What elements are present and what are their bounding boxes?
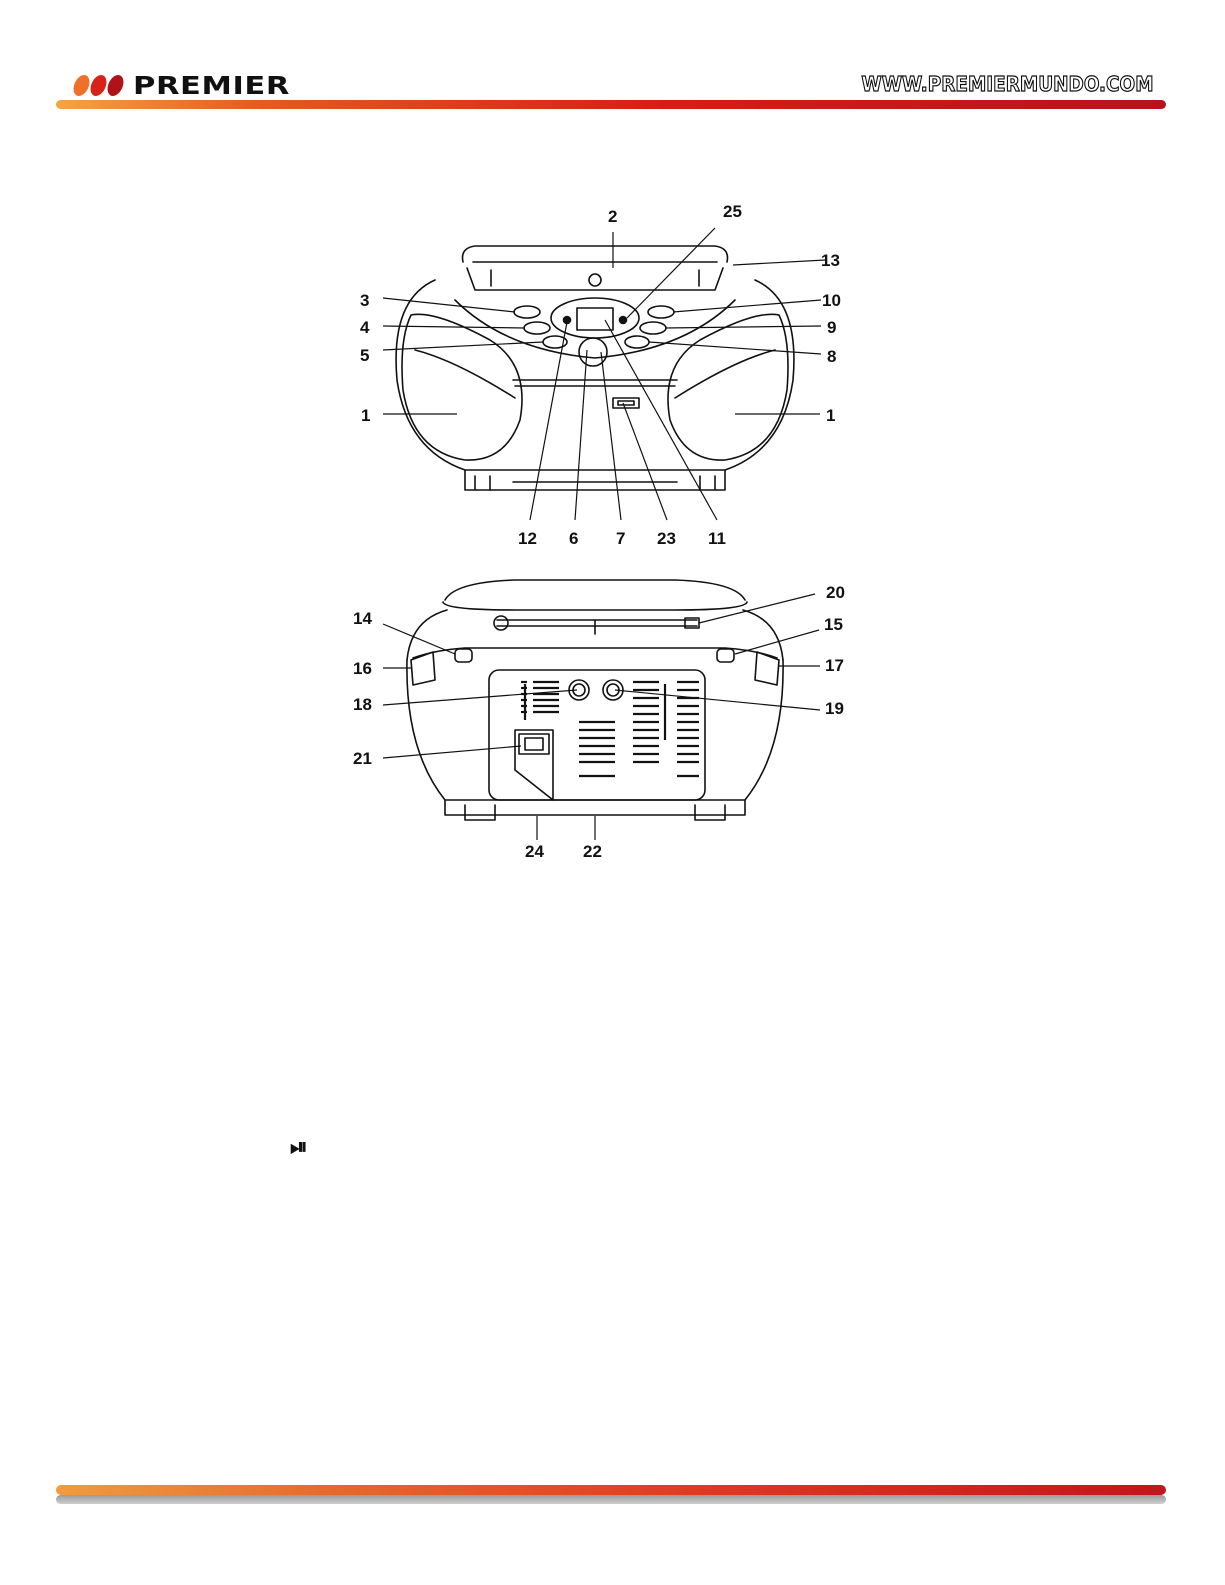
callout-label: 14 — [353, 609, 372, 628]
callout-label: 11 — [708, 529, 726, 548]
boombox-illustration: 2 25 13 3 10 4 9 5 8 1 1 12 6 7 23 11 20… — [315, 190, 875, 905]
callout-label: 22 — [583, 842, 602, 861]
callout-label: 17 — [825, 656, 844, 675]
callout-label: 20 — [826, 583, 845, 602]
premier-logo: PREMIER — [74, 70, 262, 100]
callout-label: 21 — [353, 749, 372, 768]
callout-label: 23 — [657, 529, 676, 548]
callout-label: 6 — [569, 529, 578, 548]
callout-label: 9 — [827, 318, 836, 337]
brand-name: PREMIER — [133, 71, 290, 100]
callout-label: 1 — [361, 406, 370, 425]
header-rule — [56, 100, 1166, 109]
website-url: WWW.PREMIERMUNDO.COM — [861, 72, 1153, 96]
front-view — [396, 246, 794, 490]
front-leader-lines — [383, 228, 825, 520]
logo-dot-2 — [88, 75, 108, 96]
callout-label: 12 — [518, 529, 537, 548]
back-leader-lines — [383, 594, 820, 840]
page-header: PREMIER WWW.PREMIERMUNDO.COM — [0, 0, 1225, 120]
callout-label: 3 — [360, 291, 369, 310]
callout-label: 7 — [616, 529, 625, 548]
callout-label: 15 — [824, 615, 843, 634]
callout-label: 19 — [825, 699, 844, 718]
callout-label: 8 — [827, 347, 836, 366]
callout-label: 1 — [826, 406, 835, 425]
logo-dot-1 — [71, 75, 91, 96]
callout-label: 2 — [608, 207, 617, 226]
callout-label: 16 — [353, 659, 372, 678]
footer-rule-shadow — [56, 1495, 1166, 1504]
callout-label: 4 — [360, 318, 370, 337]
callout-label: 18 — [353, 695, 372, 714]
callout-label: 13 — [821, 251, 840, 270]
boombox-diagram: 2 25 13 3 10 4 9 5 8 1 1 12 6 7 23 11 20… — [315, 190, 875, 905]
callout-label: 10 — [822, 291, 841, 310]
logo-dot-3 — [105, 75, 125, 96]
callout-label: 24 — [525, 842, 544, 861]
play-pause-icon: ⏯ — [290, 1137, 308, 1159]
footer-rule — [56, 1485, 1166, 1495]
callout-label: 5 — [360, 346, 369, 365]
callout-label: 25 — [723, 202, 742, 221]
